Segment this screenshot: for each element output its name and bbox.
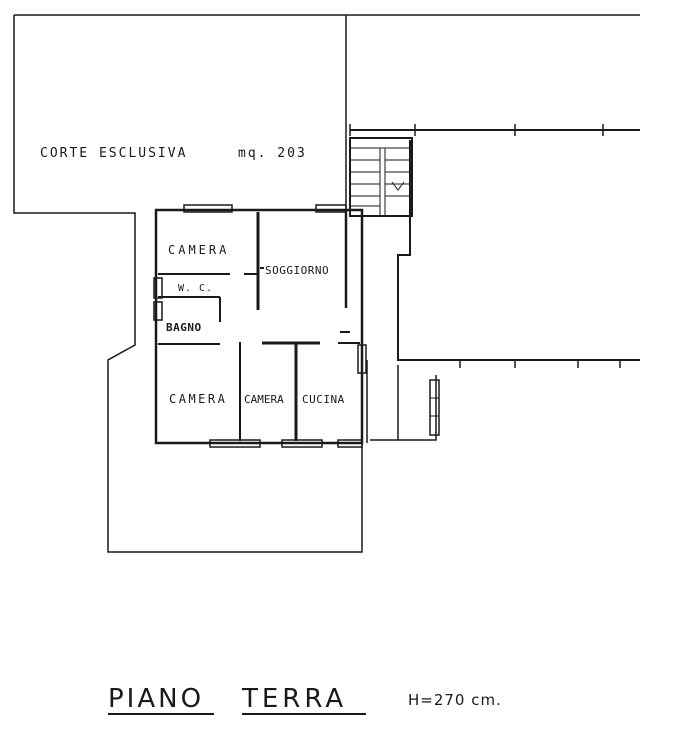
room-label-bagno: BAGNO	[166, 321, 202, 334]
courtyard-area: mq. 203	[238, 146, 307, 161]
floor-title-terra: TERRA	[241, 684, 347, 714]
room-label-cucina: CUCINA	[302, 393, 345, 406]
room-label-soggiorno: SOGGIORNO	[265, 264, 329, 277]
windows	[153, 204, 367, 448]
floor-title-piano: PIANO	[108, 684, 204, 714]
room-label-camera-top: CAMERA	[168, 243, 229, 257]
ceiling-height-note: H=270 cm.	[408, 691, 502, 709]
apartment-walls	[154, 208, 364, 445]
staircase	[349, 137, 413, 217]
room-label-camera-bottom-left: CAMERA	[169, 392, 227, 406]
room-label-camera-middle: CAMERA	[244, 393, 284, 406]
courtyard-outline	[13, 14, 640, 553]
courtyard-label: CORTE ESCLUSIVA	[40, 146, 187, 161]
room-label-wc: W. C.	[178, 283, 213, 294]
